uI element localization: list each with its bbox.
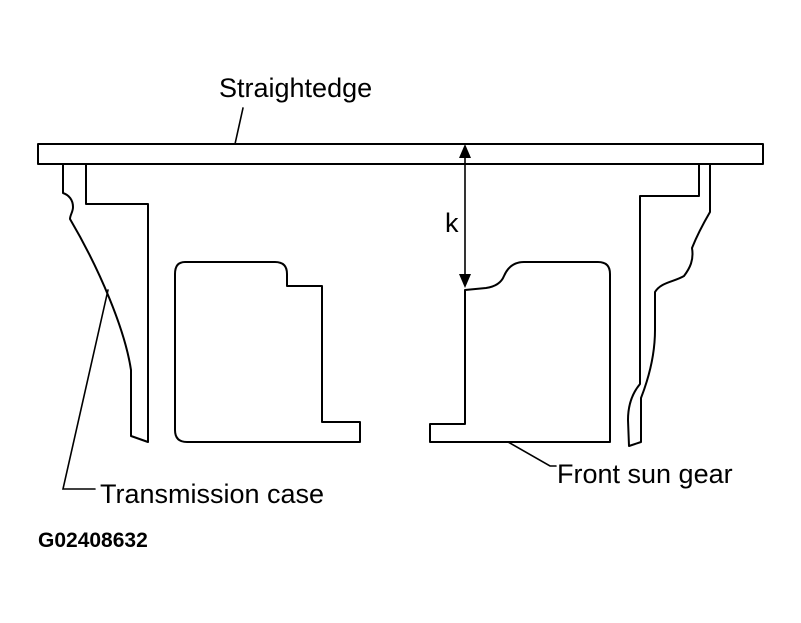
transmission-case-left-wall xyxy=(62,163,149,443)
transmission-case-label: Transmission case xyxy=(100,479,324,509)
straightedge-leader xyxy=(234,107,244,145)
transmission-case-leader xyxy=(61,289,109,490)
figure-code: G02408632 xyxy=(38,529,148,552)
sun-gear-right-half xyxy=(429,261,611,443)
dimension-k-arrowhead-top xyxy=(459,144,471,158)
dimension-k-label: k xyxy=(445,208,459,238)
straightedge-bar xyxy=(37,143,764,165)
transmission-case-right-wall xyxy=(627,163,711,447)
front-sun-gear-label: Front sun gear xyxy=(557,459,733,489)
sun-gear-left-half xyxy=(174,261,361,443)
dimension-k-arrowhead-bottom xyxy=(459,274,471,288)
straightedge-label: Straightedge xyxy=(219,73,372,103)
front-sun-gear-leader xyxy=(507,441,557,467)
